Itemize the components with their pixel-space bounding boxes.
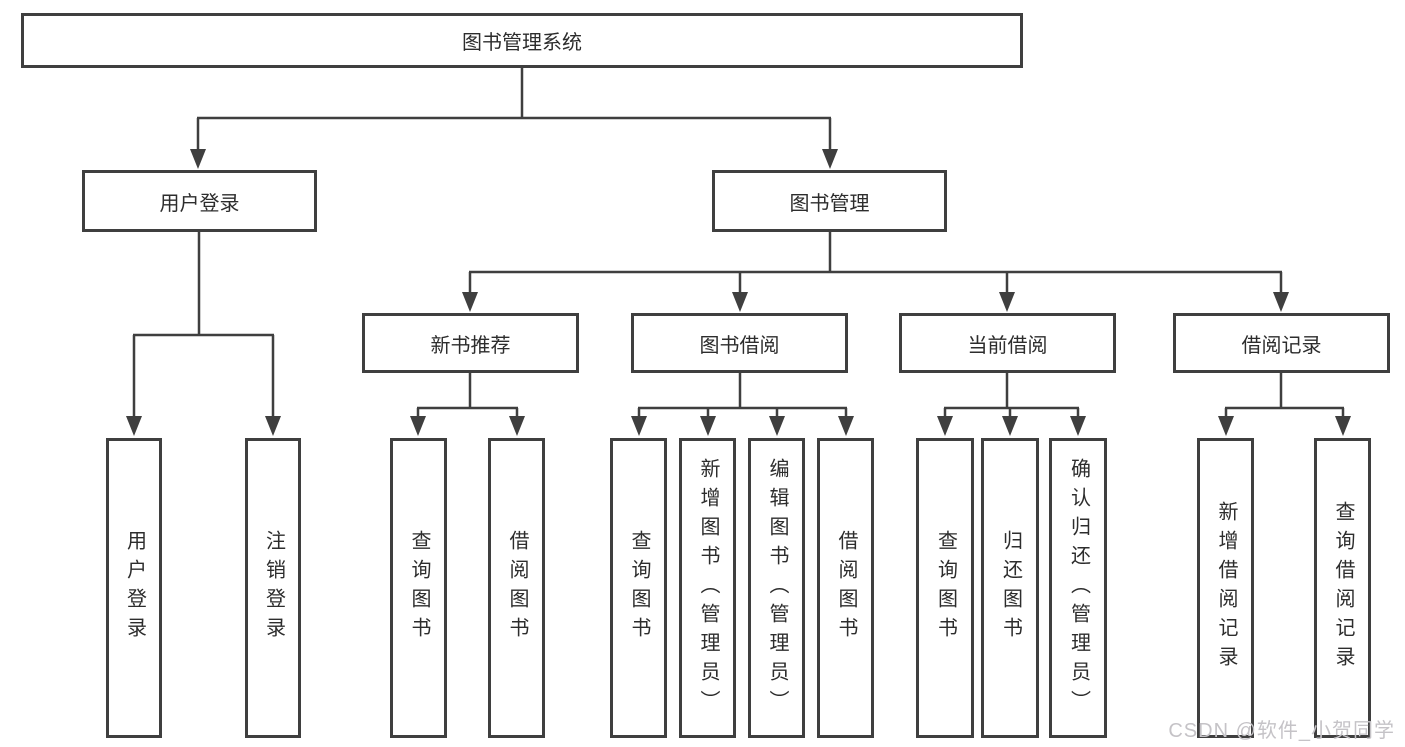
arrowhead bbox=[410, 416, 426, 436]
arrowhead bbox=[265, 416, 281, 436]
leaf-query-books-borrow: 查询图书 bbox=[610, 438, 667, 738]
leaf-query-books-recommend: 查询图书 bbox=[390, 438, 447, 738]
leaf-edit-books-admin: 编辑图书（管理员） bbox=[748, 438, 805, 738]
arrowhead bbox=[838, 416, 854, 436]
leaf-user-login: 用户登录 bbox=[106, 438, 162, 738]
arrowhead bbox=[1273, 292, 1289, 312]
leaf-query-books-current: 查询图书 bbox=[916, 438, 974, 738]
arrowhead bbox=[937, 416, 953, 436]
node-new-book-recommend: 新书推荐 bbox=[362, 313, 579, 373]
leaf-borrow-books-recommend: 借阅图书 bbox=[488, 438, 545, 738]
node-borrow-records: 借阅记录 bbox=[1173, 313, 1390, 373]
csdn-watermark: CSDN @软件_小贺同学 bbox=[1168, 720, 1395, 742]
node-root-library-system: 图书管理系统 bbox=[21, 13, 1023, 68]
leaf-return-books: 归还图书 bbox=[981, 438, 1039, 738]
node-book-management: 图书管理 bbox=[712, 170, 947, 232]
arrowhead bbox=[126, 416, 142, 436]
arrowhead bbox=[700, 416, 716, 436]
arrowhead bbox=[732, 292, 748, 312]
arrowhead bbox=[631, 416, 647, 436]
leaf-logout: 注销登录 bbox=[245, 438, 301, 738]
arrowhead bbox=[190, 149, 206, 169]
node-current-borrow: 当前借阅 bbox=[899, 313, 1116, 373]
arrowhead bbox=[822, 149, 838, 169]
leaf-add-books-admin: 新增图书（管理员） bbox=[679, 438, 736, 738]
leaf-borrow-books: 借阅图书 bbox=[817, 438, 874, 738]
arrowhead bbox=[1070, 416, 1086, 436]
leaf-confirm-return-admin: 确认归还（管理员） bbox=[1049, 438, 1107, 738]
node-user-login: 用户登录 bbox=[82, 170, 317, 232]
arrowhead bbox=[462, 292, 478, 312]
leaf-query-borrow-record: 查询借阅记录 bbox=[1314, 438, 1371, 738]
arrowhead bbox=[769, 416, 785, 436]
arrowhead bbox=[1218, 416, 1234, 436]
node-book-borrow: 图书借阅 bbox=[631, 313, 848, 373]
arrowhead bbox=[1335, 416, 1351, 436]
leaf-add-borrow-record: 新增借阅记录 bbox=[1197, 438, 1254, 738]
arrowhead bbox=[999, 292, 1015, 312]
arrowhead bbox=[1002, 416, 1018, 436]
arrowhead bbox=[509, 416, 525, 436]
